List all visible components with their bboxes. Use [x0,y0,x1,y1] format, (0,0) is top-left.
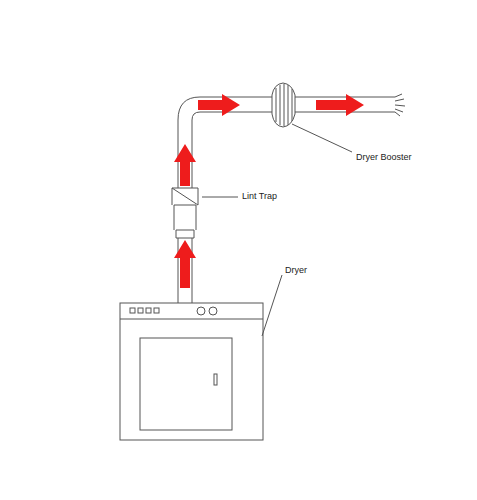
callout-label: Dryer Booster [356,153,412,163]
dryer-cabinet [120,303,263,440]
leader-line [292,124,352,152]
leader-line [262,275,282,336]
callout-label: Dryer [285,266,307,276]
lint-trap-collar [176,230,194,238]
dryer-door [140,338,232,430]
lint-trap [172,188,198,230]
door-handle [214,374,217,385]
duct-elbow [178,97,200,120]
leader-line [202,197,238,198]
dryer-booster [272,83,295,127]
duct-outlet [395,94,405,116]
airflow-arrows [174,94,364,288]
callout-label: Lint Trap [242,192,277,202]
